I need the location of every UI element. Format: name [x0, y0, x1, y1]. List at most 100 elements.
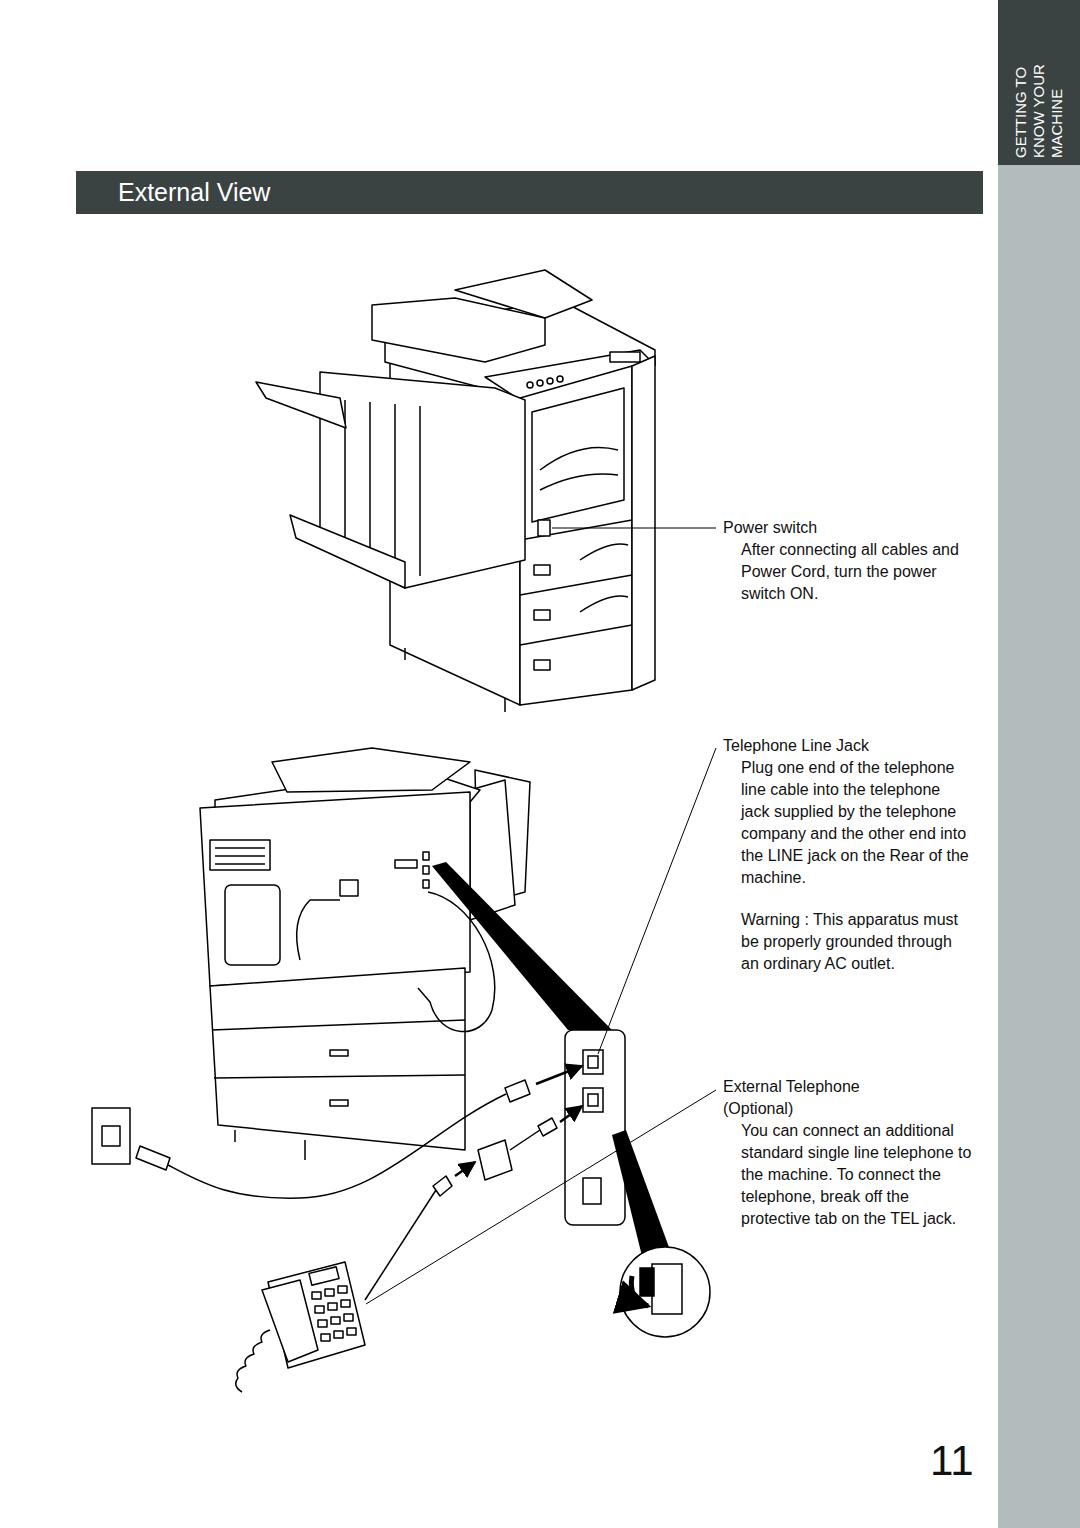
section-tab-label: GETTING TO KNOW YOUR MACHINE [1012, 46, 1066, 158]
drawer-edge [520, 575, 632, 595]
jack-socket [588, 1056, 598, 1068]
drawer-handle [534, 660, 550, 670]
panel-button [527, 382, 533, 388]
keypad [610, 352, 640, 362]
port [423, 852, 429, 860]
drawer-edge [520, 520, 632, 540]
vent [210, 840, 270, 870]
panel-button [557, 376, 563, 382]
copier-front-view [256, 270, 655, 712]
leader-line [552, 528, 716, 529]
vent-line [215, 847, 265, 849]
leader-line [598, 748, 716, 1054]
key [325, 1289, 334, 1296]
wall-socket [102, 1126, 120, 1146]
telephone [236, 1262, 365, 1392]
protective-tab [640, 1268, 654, 1296]
callout-body: Plug one end of the telephone line cable… [741, 757, 973, 889]
document-feeder [272, 748, 470, 792]
side-tab [998, 0, 1080, 1528]
inset-circle [620, 1247, 710, 1337]
side-tab-header [998, 0, 1080, 165]
paper-window [580, 596, 628, 612]
rear-cover [225, 885, 280, 965]
drawer-handle [534, 610, 550, 620]
rear-panel [200, 792, 470, 986]
drawer-handle [534, 565, 550, 575]
plug [538, 1118, 557, 1136]
jack-panel-inset [565, 1030, 625, 1225]
finisher-slot [419, 406, 421, 576]
copier-rear-view [200, 748, 530, 1160]
feeder-tray [455, 270, 592, 318]
break-off-arrow [631, 1276, 648, 1306]
finisher-tray [290, 515, 405, 588]
finisher-slot [394, 404, 396, 568]
wall-jack [92, 1108, 130, 1164]
right-side-face [632, 356, 655, 690]
rear-label [395, 860, 417, 868]
adapter [478, 1140, 512, 1180]
jack-socket [588, 1094, 598, 1106]
front-face [520, 366, 632, 705]
leader-line [366, 1090, 716, 1304]
plug [505, 1080, 530, 1102]
rear-label [340, 880, 358, 896]
drawer-handle [330, 1050, 348, 1056]
section-title: External View [118, 177, 270, 207]
panel-button [537, 380, 543, 386]
vent-line [215, 855, 265, 857]
callout-heading: Telephone Line Jack [723, 735, 973, 757]
drawer-edge [212, 1020, 465, 1030]
tel-jack [583, 1088, 603, 1112]
zoom-wedge [612, 1130, 670, 1256]
output-tray [540, 474, 618, 490]
key [341, 1300, 350, 1307]
key [347, 1328, 356, 1335]
insert-arrow [455, 1162, 475, 1176]
vent-line [215, 863, 265, 865]
power-switch [538, 520, 550, 536]
adapter-cable [510, 1130, 540, 1150]
phone-cord [365, 1190, 436, 1300]
coiled-cord [236, 1330, 270, 1392]
callout-heading: External Telephone (Optional) [723, 1076, 895, 1120]
caster [304, 1140, 306, 1160]
output-bay [532, 388, 624, 522]
key [338, 1286, 347, 1293]
line-jack [583, 1050, 603, 1074]
output-tray [540, 448, 618, 471]
drawer-edge [520, 625, 632, 645]
drawer-handle [330, 1100, 348, 1106]
keypad [312, 1286, 356, 1341]
tab-inset [620, 1247, 710, 1337]
paper-cabinet [210, 968, 465, 1150]
caster [404, 648, 406, 660]
line-cable [168, 1094, 506, 1198]
insert-arrow [536, 1066, 582, 1084]
insert-arrow [560, 1106, 582, 1122]
handset [262, 1280, 318, 1362]
plug [136, 1146, 170, 1170]
finisher-tray [256, 382, 346, 428]
callout-body: After connecting all cables and Power Co… [741, 539, 973, 605]
key [334, 1331, 343, 1338]
port [423, 866, 429, 874]
callout-heading: Power switch [723, 517, 973, 539]
tel-jack [652, 1264, 682, 1314]
drawer-edge [214, 1075, 465, 1078]
key [321, 1334, 330, 1341]
key [315, 1306, 324, 1313]
key [328, 1303, 337, 1310]
key [331, 1317, 340, 1324]
key [312, 1292, 321, 1299]
paper-window [580, 544, 628, 560]
caster [504, 698, 506, 712]
page-number: 11 [930, 1436, 1010, 1486]
jack [583, 1178, 601, 1204]
warning-note: Warning : This apparatus must be properl… [741, 909, 973, 975]
port [423, 880, 429, 888]
title-bar [76, 171, 983, 214]
display [309, 1267, 339, 1285]
panel-button [547, 378, 553, 384]
